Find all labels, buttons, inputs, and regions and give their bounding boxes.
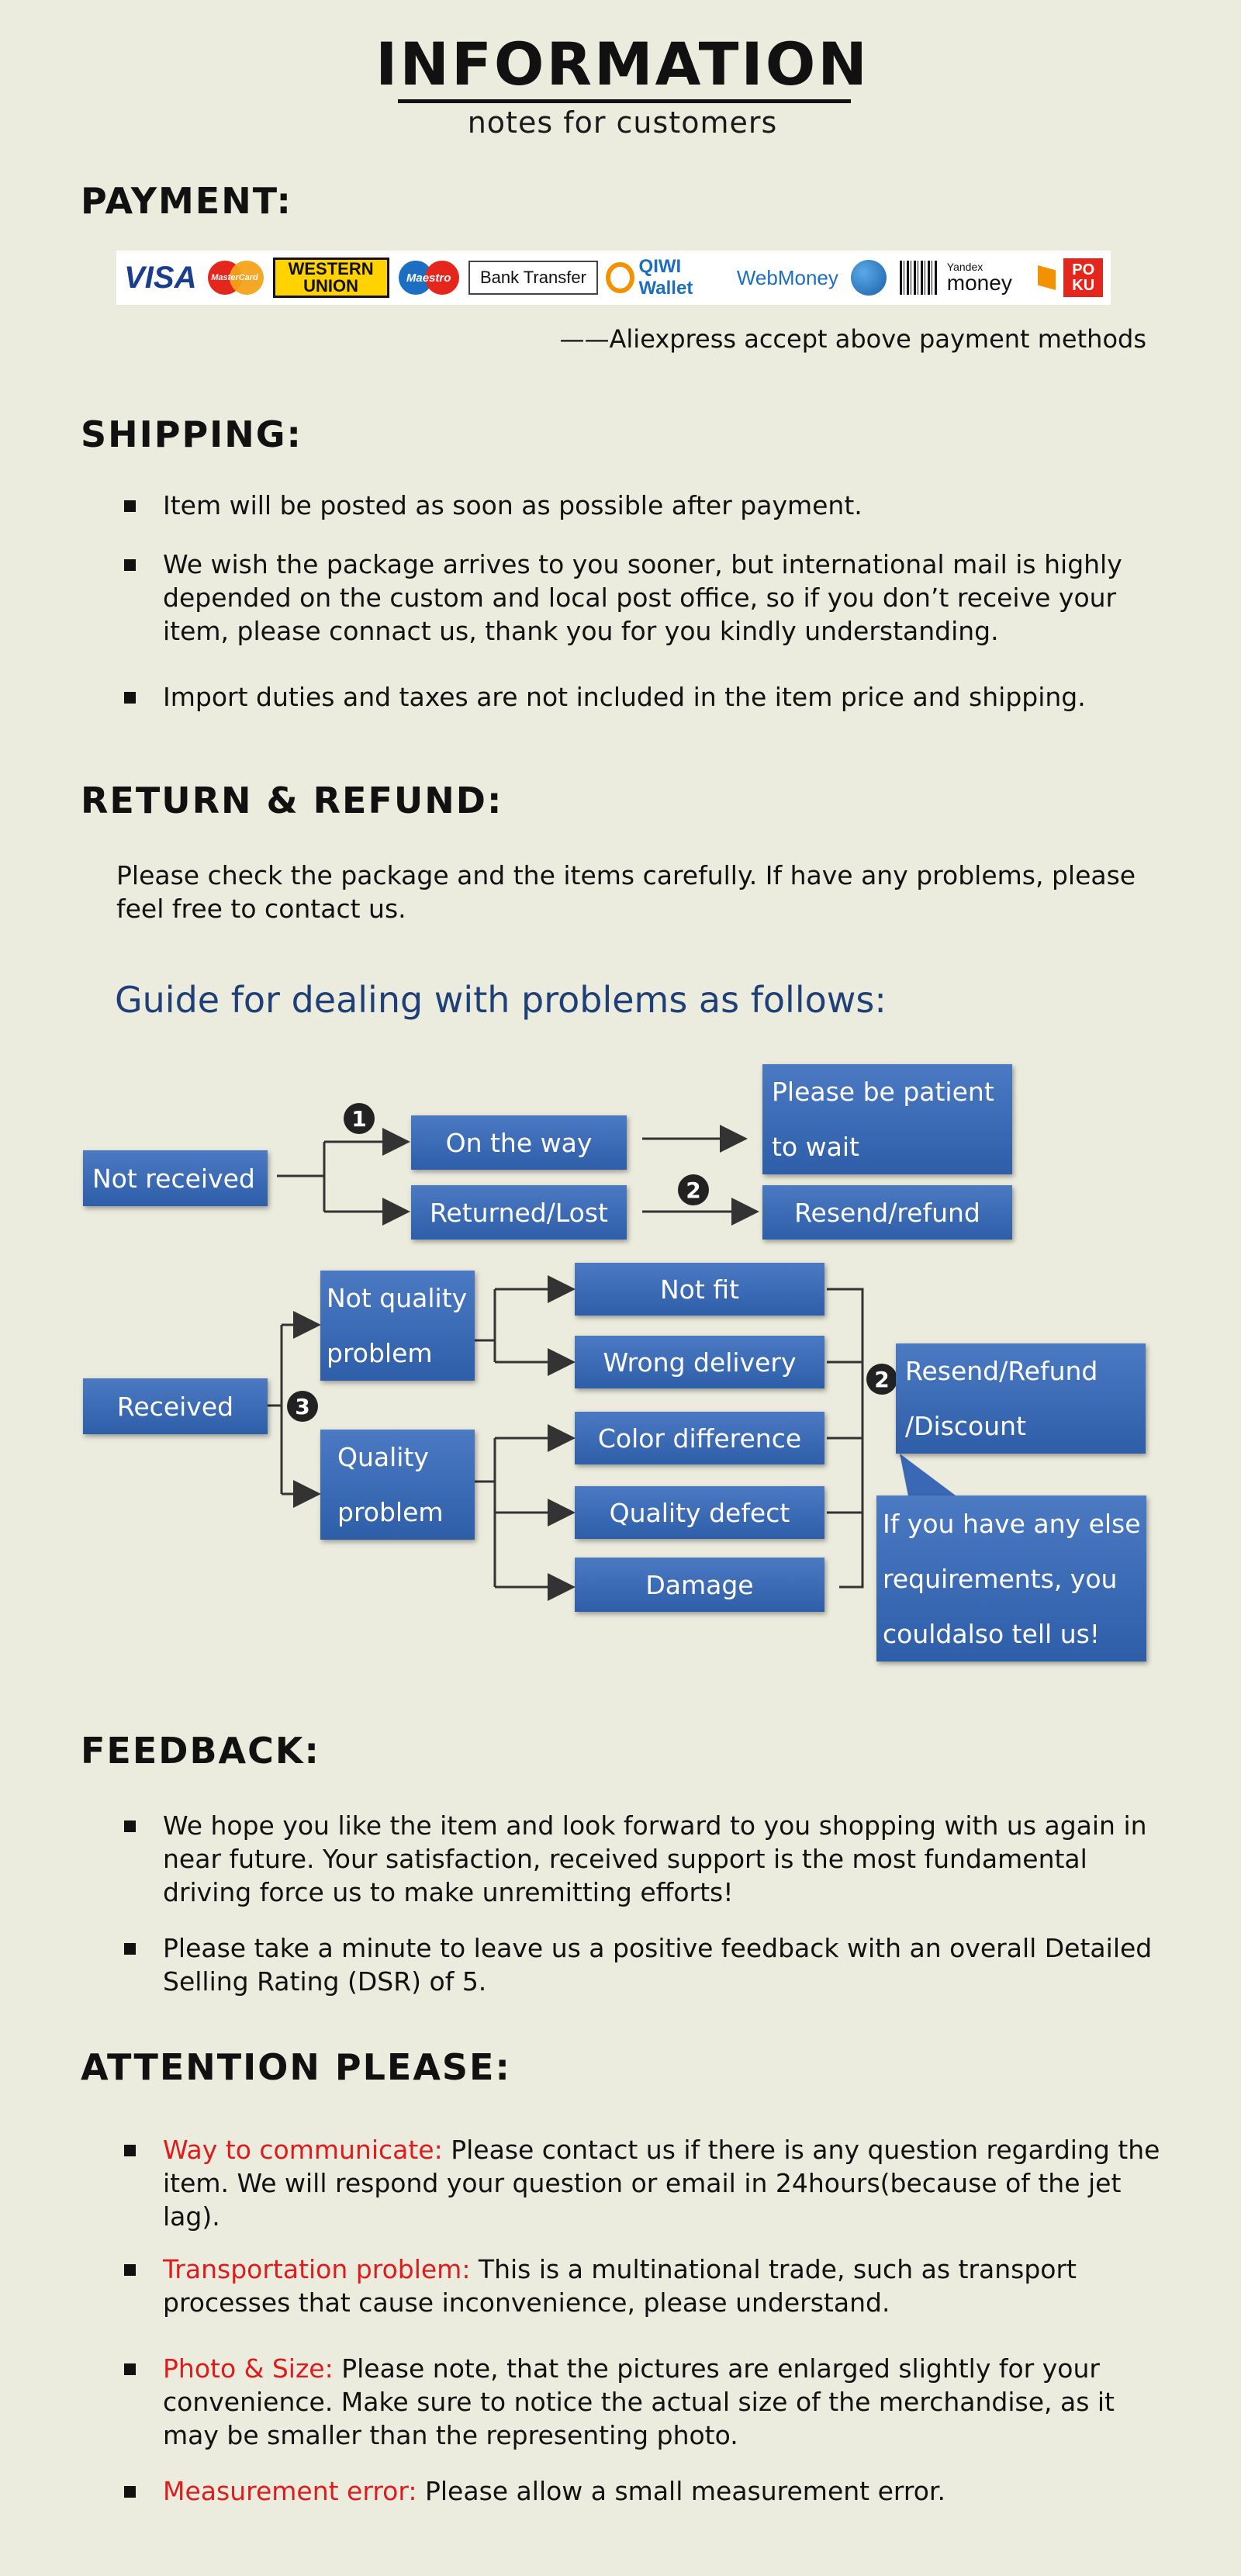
guide-title: Guide for dealing with problems as follo… xyxy=(115,979,887,1021)
payment-heading: PAYMENT: xyxy=(81,180,292,222)
attention-item-label: Way to communicate: xyxy=(163,2135,443,2165)
visa-logo: VISA xyxy=(124,260,197,295)
step-number-3: 3 xyxy=(287,1391,318,1422)
flow-resend-refund-discount: Resend/Refund /Discount xyxy=(896,1343,1146,1454)
maestro-logo: Maestro xyxy=(397,258,461,298)
bank-transfer-logo: Bank Transfer xyxy=(468,261,599,295)
flow-else-line-3: couldalso tell us! xyxy=(883,1618,1101,1649)
payment-note: ——Aliexpress accept above payment method… xyxy=(559,324,1146,354)
webmoney-globe-icon xyxy=(849,258,890,298)
shipping-item-text: Item will be posted as soon as possible … xyxy=(163,490,862,520)
step-number-2b: 2 xyxy=(866,1364,897,1395)
flow-else-line-2: requirements, you xyxy=(883,1563,1118,1594)
feedback-heading: FEEDBACK: xyxy=(81,1730,320,1772)
poku-logo-text-2: KU xyxy=(1072,277,1095,294)
attention-item-body: Please allow a small measurement error. xyxy=(417,2476,945,2506)
flow-returned-lost: Returned/Lost xyxy=(411,1185,627,1240)
return-refund-heading: RETURN & REFUND: xyxy=(81,780,503,821)
yandex-logo-small-text: Yandex xyxy=(946,261,983,273)
page-title: INFORMATION xyxy=(375,29,869,99)
qiwi-icon xyxy=(606,262,634,293)
attention-item-label: Transportation problem: xyxy=(163,2254,471,2284)
shipping-heading: SHIPPING: xyxy=(81,413,302,455)
title-underline xyxy=(398,99,851,103)
mastercard-logo: MasterCard xyxy=(205,258,265,298)
attention-item-body: Please contact us if there is any questi… xyxy=(163,2135,1160,2232)
attention-item-text: Way to communicate: Please contact us if… xyxy=(163,2133,1171,2233)
flow-not-fit: Not fit xyxy=(575,1263,824,1316)
qiwi-logo: QIWI Wallet xyxy=(606,256,727,299)
yandex-flag-icon xyxy=(1037,265,1056,290)
maestro-logo-text: Maestro xyxy=(406,271,451,285)
flow-else-requirements: If you have any else requirements, you c… xyxy=(876,1495,1146,1661)
flow-received: Received xyxy=(83,1378,268,1434)
shipping-item-text: Import duties and taxes are not included… xyxy=(163,682,1086,712)
yandex-logo-big-text: money xyxy=(946,271,1012,295)
attention-heading: ATTENTION PLEASE: xyxy=(81,2046,511,2088)
yandex-money-logo: Yandex money xyxy=(947,258,1030,298)
webmoney-logo: WebMoney xyxy=(736,265,838,289)
boleto-barcode-icon xyxy=(897,258,939,298)
attention-item-body: Please note, that the pictures are enlar… xyxy=(163,2353,1115,2450)
western-union-logo: WESTERN UNION xyxy=(272,258,389,298)
feedback-item-text: We hope you like the item and look forwa… xyxy=(163,1810,1147,1907)
western-union-logo-text-2: UNION xyxy=(303,276,359,296)
qiwi-logo-text: QIWI Wallet xyxy=(638,256,693,299)
western-union-logo-text-1: WESTERN xyxy=(288,259,374,278)
flow-color-difference: Color difference xyxy=(575,1412,824,1464)
return-refund-text: Please check the package and the items c… xyxy=(116,860,1136,924)
attention-item-label: Measurement error: xyxy=(163,2476,417,2506)
flow-quality-line-1: Quality xyxy=(337,1442,429,1472)
step-number-2: 2 xyxy=(678,1174,709,1205)
flow-else-line-1: If you have any else xyxy=(883,1508,1141,1539)
step-number-1: 1 xyxy=(344,1103,375,1134)
flow-not-quality-line-2: problem xyxy=(327,1338,433,1368)
attention-item-text: Transportation problem: This is a multin… xyxy=(163,2253,1171,2319)
flow-quality-defect: Quality defect xyxy=(575,1486,824,1539)
flow-resend-refund: Resend/refund xyxy=(762,1185,1012,1240)
flow-not-received: Not received xyxy=(83,1150,268,1206)
flow-quality-line-2: problem xyxy=(337,1497,444,1527)
attention-item-text: Measurement error: Please allow a small … xyxy=(163,2474,1171,2508)
flow-rrd-line-1: Resend/Refund xyxy=(905,1356,1098,1386)
flow-wrong-delivery: Wrong delivery xyxy=(575,1336,824,1388)
flow-not-quality-line-1: Not quality xyxy=(327,1283,468,1313)
flow-be-patient-line-2: to wait xyxy=(772,1132,859,1162)
flow-damage: Damage xyxy=(575,1558,824,1612)
payment-logos-strip: VISA MasterCard WESTERN UNION Maestro Ba… xyxy=(116,251,1111,305)
flow-be-patient: Please be patient to wait xyxy=(762,1064,1012,1174)
feedback-item-text: Please take a minute to leave us a posit… xyxy=(163,1933,1153,1997)
callout-pointer xyxy=(900,1454,962,1500)
poku-logo-text-1: PO xyxy=(1072,261,1095,278)
flow-quality-problem: Quality problem xyxy=(320,1430,475,1540)
flowchart-connectors xyxy=(268,1125,962,1601)
flow-not-quality-problem: Not quality problem xyxy=(320,1271,475,1381)
flow-rrd-line-2: /Discount xyxy=(905,1411,1026,1441)
attention-item-body: This is a multinational trade, such as t… xyxy=(163,2254,1077,2318)
attention-item-label: Photo & Size: xyxy=(163,2353,334,2384)
poku-logo: PO KU xyxy=(1063,258,1104,297)
flow-be-patient-line-1: Please be patient xyxy=(772,1077,994,1107)
flow-on-the-way: On the way xyxy=(411,1115,627,1170)
shipping-item-text: We wish the package arrives to you soone… xyxy=(163,549,1122,646)
mastercard-logo-text: MasterCard xyxy=(211,273,258,282)
page-subtitle: notes for customers xyxy=(467,105,778,140)
attention-item-text: Photo & Size: Please note, that the pict… xyxy=(163,2352,1171,2452)
